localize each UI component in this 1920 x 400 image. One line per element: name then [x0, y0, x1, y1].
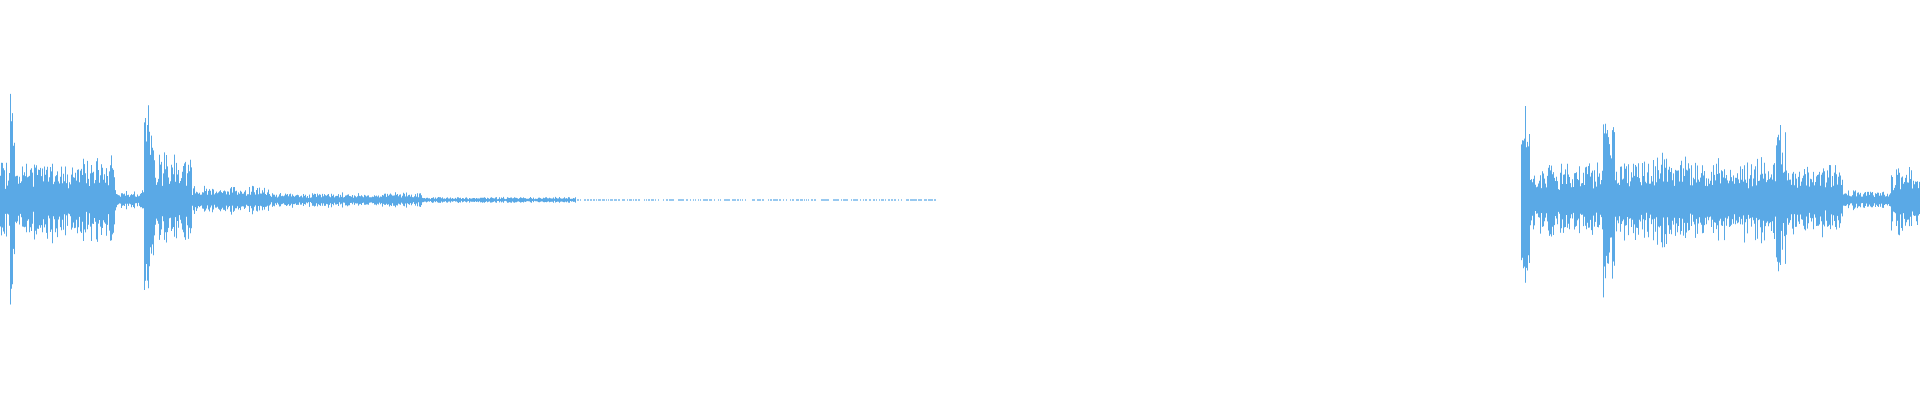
- waveform-peak-lines: [0, 93, 936, 305]
- waveform-clip[interactable]: [1521, 106, 1920, 298]
- waveform-clip[interactable]: [0, 93, 936, 305]
- waveform-peaks: [0, 93, 1920, 305]
- waveform-peak-lines: [1521, 106, 1920, 298]
